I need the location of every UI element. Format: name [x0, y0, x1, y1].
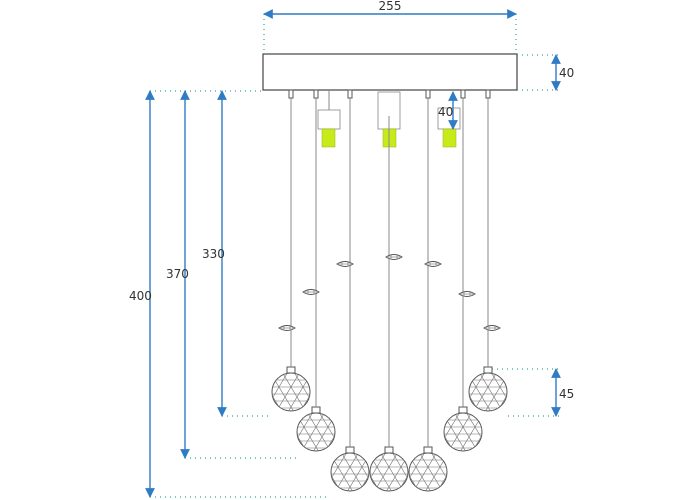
hanging-wires — [290, 98, 489, 443]
width-dimension: 255 — [263, 0, 517, 54]
ball-diameter-label: 45 — [559, 387, 574, 401]
base-height-dimension: 40 — [517, 54, 574, 91]
width-label: 255 — [379, 0, 402, 13]
drop-dimensions: 330 370 400 — [129, 90, 330, 498]
drop-370-label: 370 — [166, 267, 189, 281]
base-height-label: 40 — [559, 66, 574, 80]
drop-330-label: 330 — [202, 247, 225, 261]
bulb-left — [321, 128, 336, 148]
bulb-right — [442, 128, 457, 148]
socket-drop-label: 40 — [438, 105, 453, 119]
drop-400-label: 400 — [129, 289, 152, 303]
wire-hooks — [288, 89, 491, 99]
socket-drop-dimension: 40 — [438, 91, 458, 130]
ball-diameter-dimension: 45 — [492, 368, 574, 417]
ceiling-base-plate — [262, 53, 518, 91]
